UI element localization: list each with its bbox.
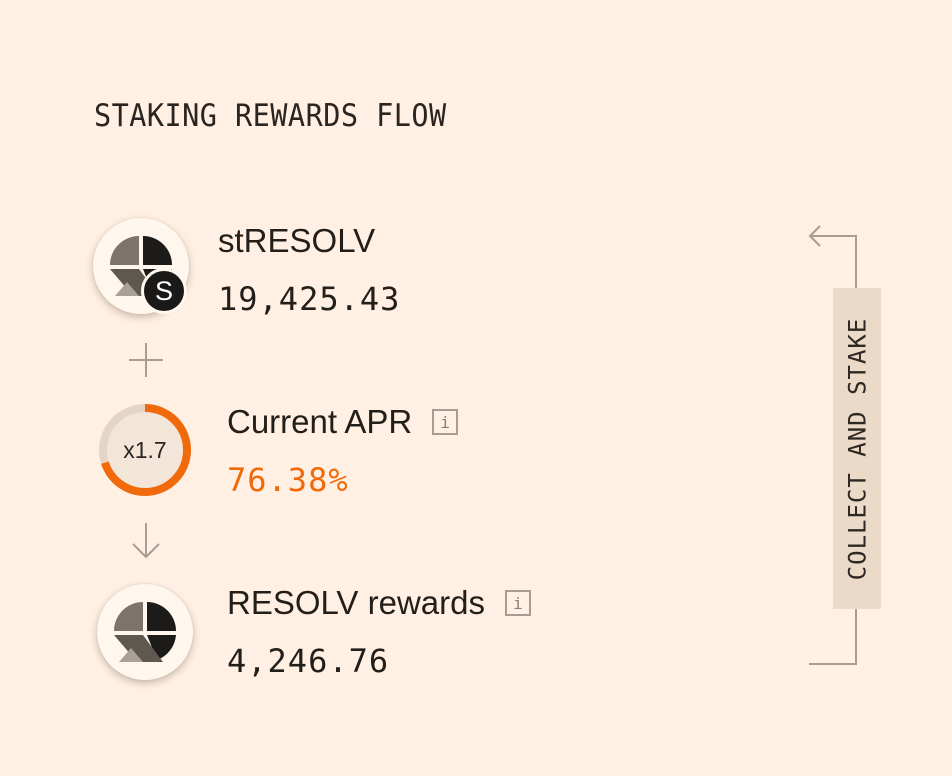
apr-value: 76.38%: [227, 461, 349, 499]
apr-label-text: Current APR: [227, 403, 413, 440]
stresolv-amount: 19,425.43: [218, 280, 401, 318]
plus-icon: [129, 343, 163, 377]
multiplier-value: x1.7: [123, 436, 167, 463]
collect-loop-connector: [808, 225, 857, 665]
resolv-logo-icon: [114, 602, 176, 662]
multiplier-progress-arc: [99, 404, 191, 496]
page-title: STAKING REWARDS FLOW: [94, 98, 447, 134]
collect-and-stake-text: COLLECT AND STAKE: [843, 317, 872, 580]
rewards-label: RESOLV rewards i: [227, 584, 531, 622]
apr-label: Current APR i: [227, 403, 459, 441]
stresolv-label-text: stRESOLV: [218, 222, 376, 259]
info-icon[interactable]: i: [432, 409, 459, 435]
info-icon[interactable]: i: [504, 590, 531, 616]
arrow-down-icon: [132, 523, 160, 559]
stresolv-token-icon: S: [93, 218, 189, 314]
rewards-amount: 4,246.76: [227, 642, 390, 680]
multiplier-progress-ring: [99, 404, 191, 496]
staked-badge: S: [141, 268, 187, 314]
rewards-label-text: RESOLV rewards: [227, 584, 485, 621]
resolv-token-icon: [97, 584, 193, 680]
stresolv-label: stRESOLV: [218, 222, 375, 260]
collect-and-stake-label: COLLECT AND STAKE: [833, 288, 881, 609]
apr-multiplier-ring: x1.7: [97, 402, 193, 498]
